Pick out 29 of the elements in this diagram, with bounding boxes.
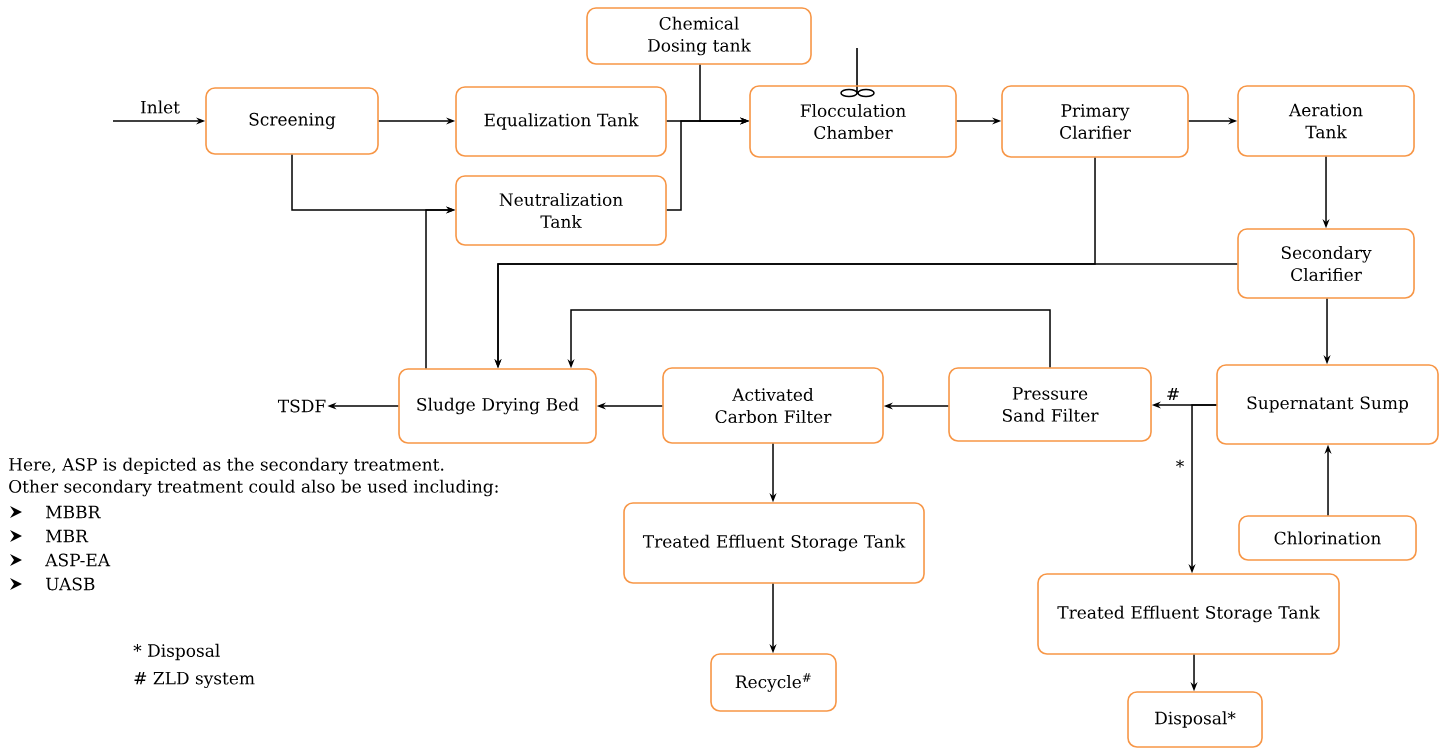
note-text: # ZLD system: [134, 671, 255, 689]
process-box: Primary Clarifier: [1001, 85, 1189, 158]
process-box: Sludge Drying Bed: [398, 368, 597, 444]
list-item: MBR: [46, 529, 89, 543]
list-item: MBBR: [46, 505, 101, 519]
note-text: Other secondary treatment could also be used including:: [9, 479, 498, 497]
edge-label: *: [1176, 459, 1184, 468]
process-box: Treated Effluent Storage Tank: [623, 502, 925, 584]
process-box: Chlorination: [1238, 515, 1417, 561]
process-box: Equalization Tank: [455, 86, 667, 157]
list-item: UASB: [46, 577, 95, 591]
process-box: Screening: [205, 87, 379, 155]
process-box: Neutralization Tank: [455, 175, 667, 246]
process-box: Pressure Sand Filter: [948, 367, 1152, 442]
edge-label: Inlet: [140, 100, 180, 114]
process-box: Supernatant Sump: [1216, 364, 1439, 445]
edge-label: #: [1167, 387, 1179, 401]
process-box: Disposal*: [1127, 691, 1263, 748]
output-label: TSDF: [277, 399, 326, 413]
process-box: Secondary Clarifier: [1237, 228, 1415, 299]
process-box: Chemical Dosing tank: [586, 7, 812, 65]
process-box: Flocculation Chamber: [749, 85, 957, 158]
process-box: Activated Carbon Filter: [662, 367, 884, 444]
note-text: Here, ASP is depicted as the secondary treatment.: [9, 457, 444, 475]
process-box: Treated Effluent Storage Tank: [1037, 573, 1340, 655]
note-text: * Disposal: [133, 643, 220, 661]
process-box: Aeration Tank: [1237, 85, 1415, 157]
list-item: ASP-EA: [45, 553, 111, 567]
process-box: Recycle$^{#}$: [710, 653, 837, 712]
